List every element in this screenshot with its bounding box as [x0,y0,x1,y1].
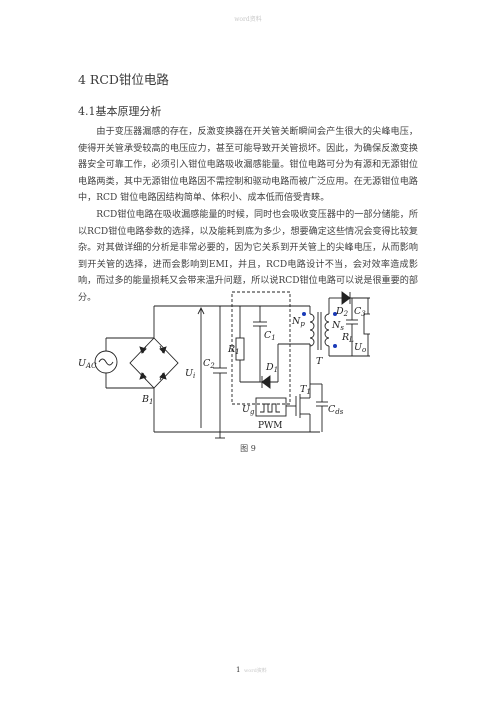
label-c2: C2 [203,358,215,370]
label-pwm: PWM [258,421,283,431]
rcd-clamp-box [231,291,291,405]
label-rl: RL [341,332,354,344]
label-c1: C1 [264,330,276,342]
pwm-block [255,397,287,417]
label-t: T [316,356,323,367]
secondary-dot-top [333,312,337,316]
paragraph-1: 由于变压器漏感的存在，反激变换器在开关管关断瞬间会产生很大的尖峰电压，使得开关管… [78,127,418,204]
subsection-title: 4.1基本原理分析 [78,105,162,118]
diode-d1 [261,375,271,389]
page-number: 1 [236,666,241,674]
label-c3: C3 [354,306,366,318]
label-b1: B1 [141,394,153,406]
figure-caption: 图 9 [240,444,256,453]
label-d2: D2 [335,306,349,318]
section-title: 4 RCD钳位电路 [78,72,169,87]
diode-d2 [341,291,351,305]
primary-winding [309,313,315,347]
label-ug: Ug [242,404,255,416]
label-r1: R1 [227,344,240,356]
header-watermark: word资料 [234,16,262,23]
label-d1: D1 [265,362,278,374]
label-cds: Cds [328,404,344,416]
label-t1: T1 [300,384,311,396]
label-ns: Ns [331,320,344,332]
secondary-winding [324,313,330,347]
secondary-dot-bottom [333,344,337,348]
bridge-rectifier-b1 [129,337,179,389]
label-np: Np [291,316,305,328]
label-uo: Uo [354,342,366,354]
label-uac: UAC [78,358,97,370]
paragraph-2: RCD钳位电路在吸收漏感能量的时候，同时也会吸收变压器中的一部分储能，所以RCD… [78,210,418,303]
primary-dot [302,312,306,316]
footer-watermark: word资料 [244,668,267,674]
label-ui: Ui [185,368,195,380]
rcd-clamp-circuit-figure: UAC B1 Ui C2 R1 C1 D1 Np Ns T D2 C3 Ug T… [78,291,370,439]
